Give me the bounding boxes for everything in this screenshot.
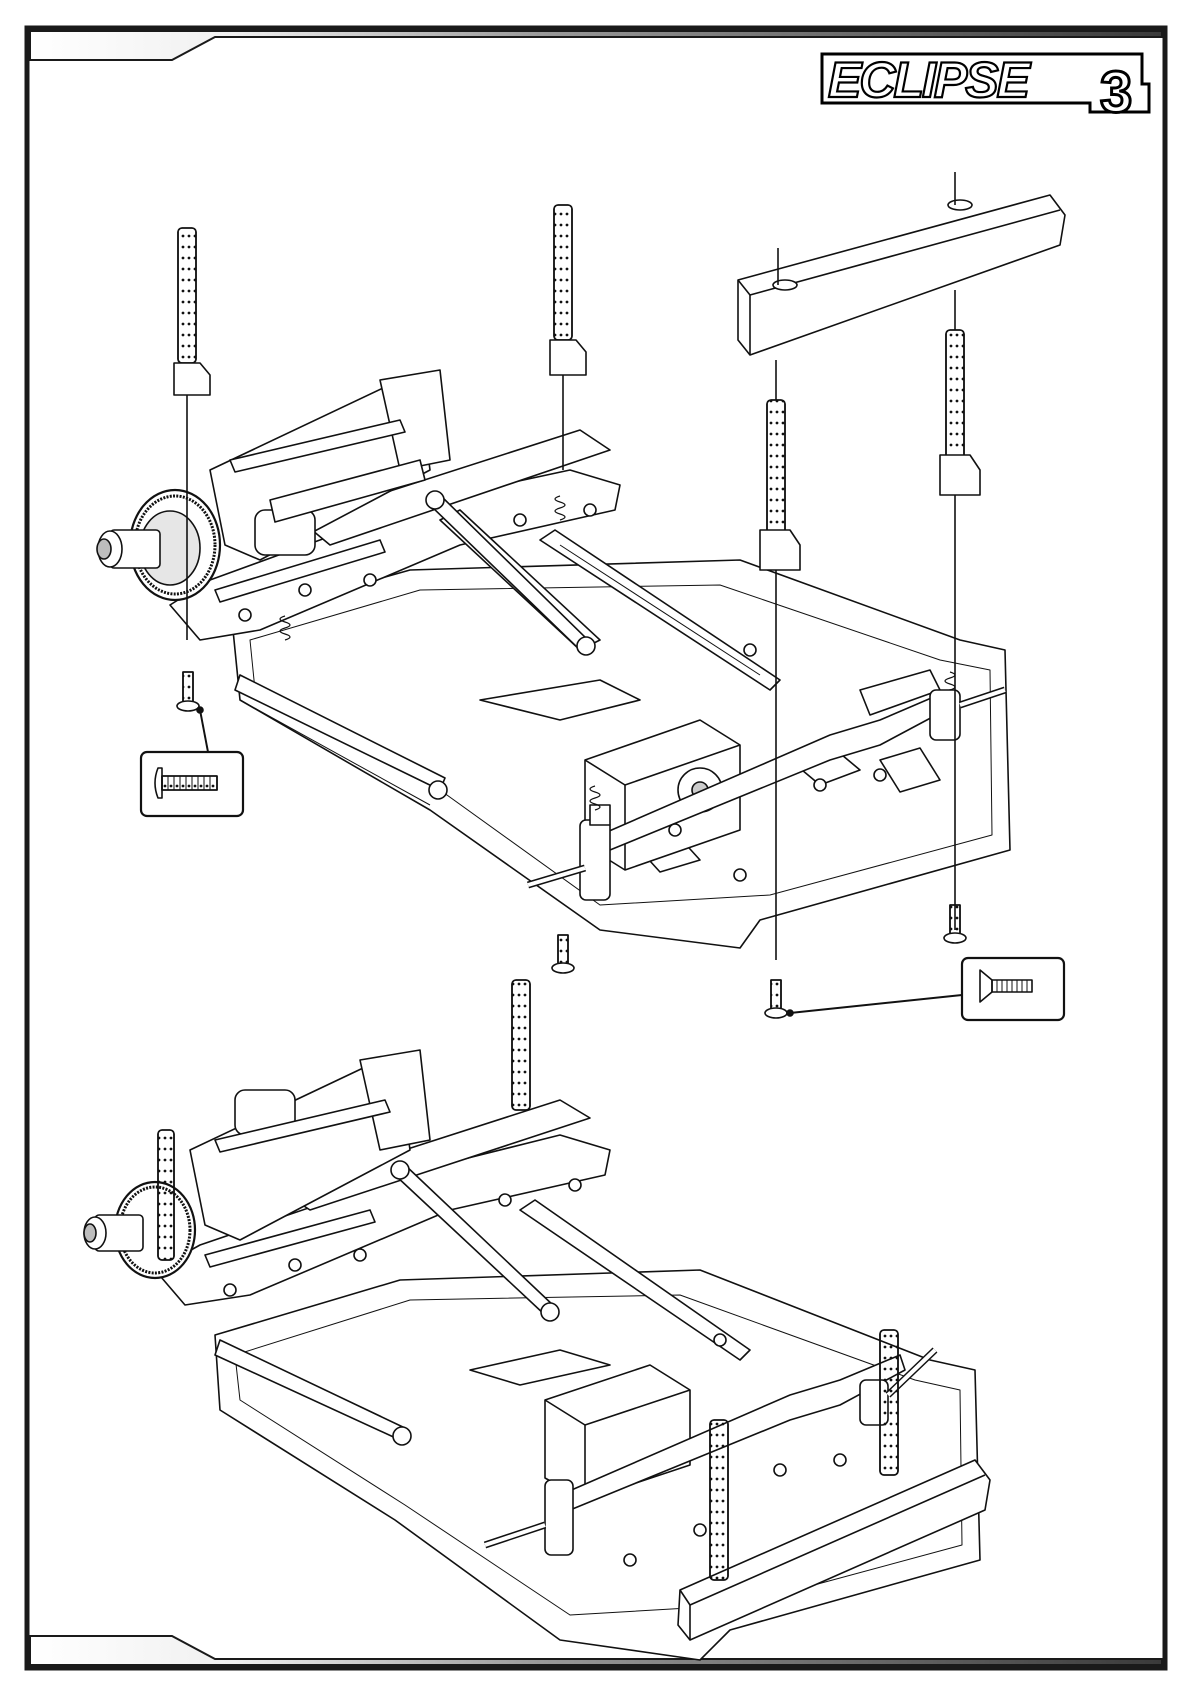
brand-logo-word: ECLIPSE bbox=[828, 52, 1032, 108]
screw-front-left bbox=[552, 935, 574, 973]
brand-logo-number: 3 bbox=[1100, 60, 1132, 125]
exploded-view bbox=[97, 172, 1065, 1020]
screw-bumper-left bbox=[765, 980, 787, 1018]
spur-gear-diff bbox=[97, 490, 220, 600]
brand-logo: ECLIPSE 3 bbox=[822, 52, 1149, 125]
assembled-view bbox=[84, 980, 990, 1660]
screw-bumper-right bbox=[944, 905, 966, 943]
screw-rear bbox=[177, 672, 199, 711]
front-bumper-exploded bbox=[738, 172, 1065, 355]
callout-button-head-screw bbox=[141, 707, 243, 816]
callout-countersunk-screw bbox=[787, 958, 1064, 1020]
spur-gear-assembled bbox=[84, 1182, 195, 1278]
